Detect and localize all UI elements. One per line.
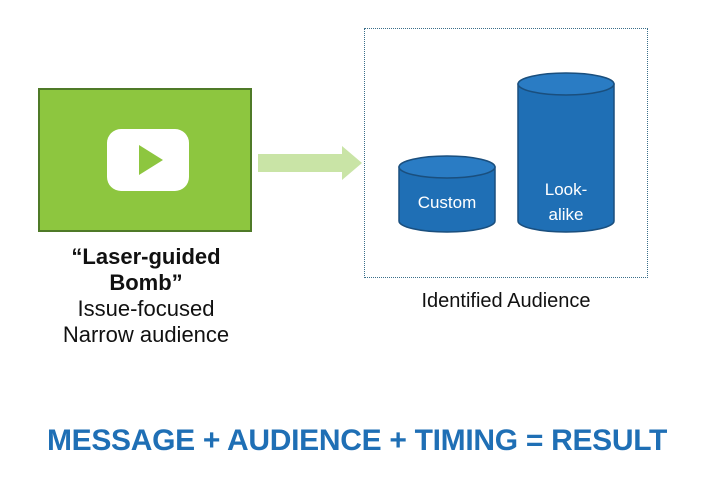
video-title-line1: “Laser-guided <box>71 244 221 269</box>
video-subtitle-line1: Issue-focused <box>77 296 215 321</box>
lookalike-audience-cylinder[interactable]: Look- alike <box>517 72 615 233</box>
video-title-line2: Bomb” <box>109 270 183 295</box>
custom-audience-cylinder[interactable]: Custom <box>398 155 496 233</box>
audience-cylinders: Custom Look- alike <box>398 72 615 233</box>
lookalike-label-line1: Look- <box>545 180 588 199</box>
identified-audience-box: Custom Look- alike <box>364 28 648 278</box>
identified-audience-caption: Identified Audience <box>421 290 591 312</box>
video-caption: “Laser-guided Bomb” Issue-focused Narrow… <box>40 244 252 348</box>
lookalike-label-line2: alike <box>549 205 584 224</box>
arrow-right-icon <box>258 146 362 180</box>
video-tile[interactable] <box>38 88 252 232</box>
video-subtitle-line2: Narrow audience <box>62 322 230 347</box>
result-equation: MESSAGE + AUDIENCE + TIMING = RESULT <box>46 424 668 457</box>
custom-audience-label: Custom <box>418 193 477 212</box>
play-button-icon[interactable] <box>107 129 189 191</box>
